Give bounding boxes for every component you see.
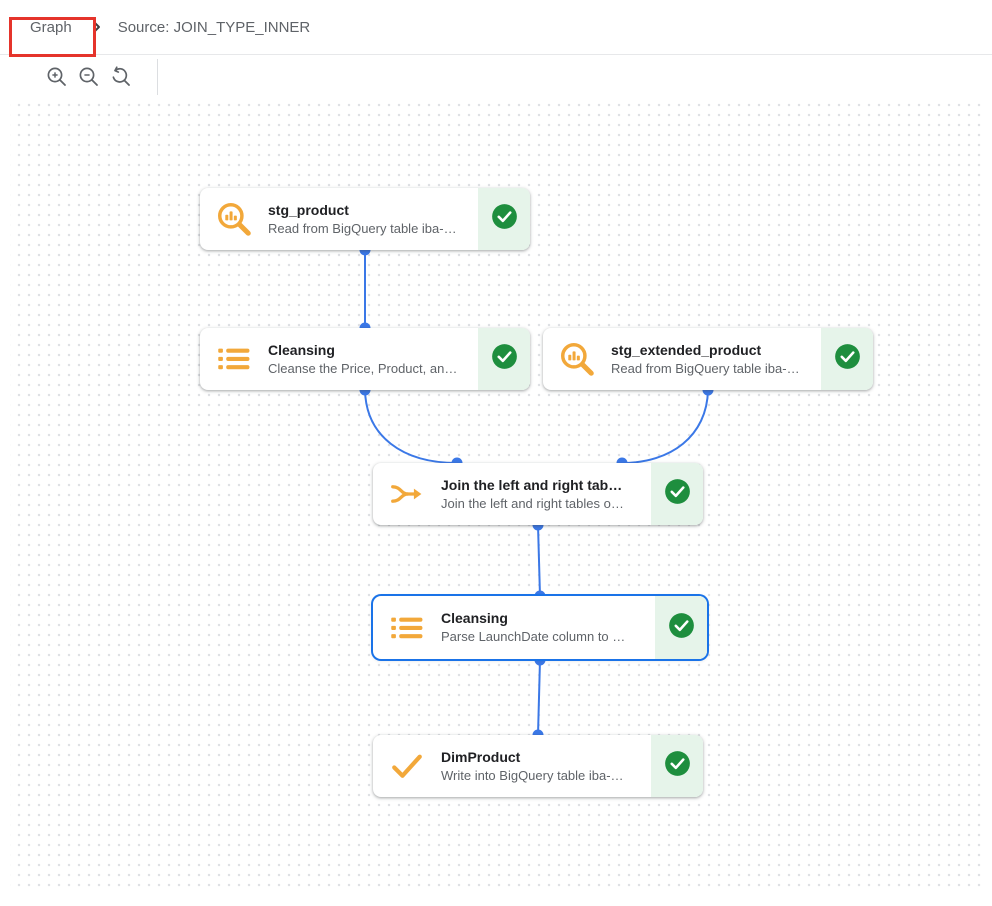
status-check-icon [668,612,695,644]
pipeline-edge [537,524,541,597]
wrangler-list-icon [373,610,441,646]
toolbar-divider [157,58,158,95]
zoom-reset-icon [112,65,130,86]
status-badge-success [651,735,703,797]
pipeline-edge [364,389,458,464]
status-badge-success [651,463,703,525]
join-merge-icon [373,476,441,512]
node-title: stg_extended_product [611,341,762,358]
node-subtitle: Parse LaunchDate column to … [441,629,626,644]
zoom-in-icon [47,67,66,86]
breadcrumb-item-graph[interactable]: Graph [30,18,72,36]
node-subtitle: Join the left and right tables o… [441,495,624,511]
status-check-icon [834,343,861,375]
chevron-right-icon [87,18,105,36]
node-title: DimProduct [441,748,521,765]
sink-check-icon [373,748,441,784]
status-badge-success [821,328,873,390]
pipeline-edge [621,389,709,464]
bigquery-source-icon [200,200,268,238]
zoom-out-icon [79,67,98,86]
pipeline-edge [537,659,541,736]
status-check-icon [664,750,691,782]
status-badge-success [478,188,530,250]
breadcrumb-current: Source: JOIN_TYPE_INNER [117,18,311,36]
zoom-in-button[interactable] [41,61,73,93]
status-check-icon [664,478,691,510]
status-badge-success [655,596,707,659]
node-title: Cleansing [268,341,335,358]
node-subtitle: Read from BigQuery table iba-… [268,220,457,236]
node-title: Join the left and right tab… [441,476,623,493]
bigquery-source-icon [543,340,611,378]
pipeline-node-join[interactable]: Join the left and right tab… Join the lef… [373,463,703,525]
status-badge-success [478,328,530,390]
status-check-icon [491,203,518,235]
zoom-reset-button[interactable] [105,61,137,93]
node-subtitle: Cleanse the Price, Product, an… [268,360,458,376]
node-subtitle: Write into BigQuery table iba-… [441,767,624,783]
wrangler-list-icon [200,341,268,377]
breadcrumb-bar: Graph Source: JOIN_TYPE_INNER [0,0,992,57]
zoom-out-button[interactable] [73,61,105,93]
canvas-toolbar [0,56,992,97]
node-text: Join the left and right tab… Join the lef… [441,476,651,513]
node-title: stg_product [268,201,349,218]
node-title: Cleansing [441,610,508,626]
status-check-icon [491,343,518,375]
node-subtitle: Read from BigQuery table iba-… [611,360,800,376]
